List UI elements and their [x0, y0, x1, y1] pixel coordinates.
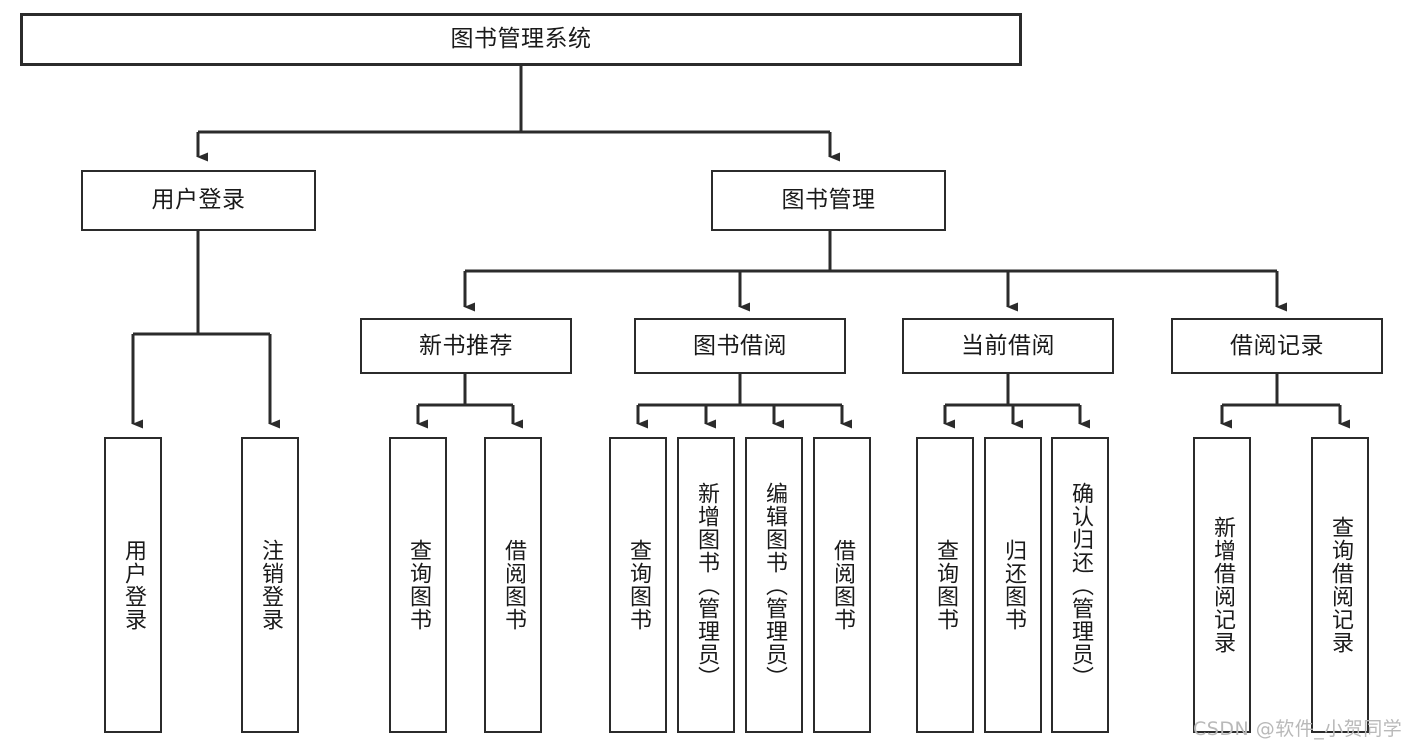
node-root[interactable]: 图书管理系统	[20, 13, 1022, 66]
leaf-record-query[interactable]: 查询借阅记录	[1311, 437, 1369, 733]
leaf-recommend-query-book-label: 查询图书	[405, 539, 431, 631]
node-current-borrow-label: 当前借阅	[961, 332, 1055, 359]
leaf-borrow-add-book-label: 新增图书（管理员）	[693, 481, 719, 689]
leaf-user-login-label: 用户登录	[120, 539, 146, 631]
watermark-text: CSDN @软件_小贺同学	[1193, 718, 1403, 740]
leaf-record-query-label: 查询借阅记录	[1327, 516, 1353, 654]
node-new-book-recommend-label: 新书推荐	[419, 332, 513, 359]
node-borrow-record-label: 借阅记录	[1230, 332, 1324, 359]
node-user-login[interactable]: 用户登录	[81, 170, 316, 231]
leaf-user-logout-label: 注销登录	[257, 539, 283, 631]
leaf-borrow-edit-book-label: 编辑图书（管理员）	[761, 481, 787, 689]
node-new-book-recommend[interactable]: 新书推荐	[360, 318, 572, 374]
leaf-current-return-book[interactable]: 归还图书	[984, 437, 1042, 733]
leaf-record-add[interactable]: 新增借阅记录	[1193, 437, 1251, 733]
leaf-user-login[interactable]: 用户登录	[104, 437, 162, 733]
leaf-borrow-edit-book[interactable]: 编辑图书（管理员）	[745, 437, 803, 733]
node-root-label: 图书管理系统	[450, 26, 592, 53]
leaf-record-add-label: 新增借阅记录	[1209, 516, 1235, 654]
node-book-borrow[interactable]: 图书借阅	[634, 318, 846, 374]
leaf-current-query-book[interactable]: 查询图书	[916, 437, 974, 733]
leaf-borrow-borrow-book[interactable]: 借阅图书	[813, 437, 871, 733]
node-book-management-label: 图书管理	[781, 187, 876, 214]
leaf-current-confirm-return-label: 确认归还（管理员）	[1067, 481, 1093, 689]
node-book-management[interactable]: 图书管理	[711, 170, 946, 231]
leaf-borrow-borrow-book-label: 借阅图书	[829, 539, 855, 631]
node-borrow-record[interactable]: 借阅记录	[1171, 318, 1383, 374]
leaf-recommend-query-book[interactable]: 查询图书	[389, 437, 447, 733]
leaf-borrow-query-book-label: 查询图书	[625, 539, 651, 631]
node-user-login-label: 用户登录	[151, 187, 246, 214]
node-book-borrow-label: 图书借阅	[693, 332, 787, 359]
leaf-current-confirm-return[interactable]: 确认归还（管理员）	[1051, 437, 1109, 733]
leaf-current-query-book-label: 查询图书	[932, 539, 958, 631]
leaf-current-return-book-label: 归还图书	[1000, 539, 1026, 631]
leaf-borrow-query-book[interactable]: 查询图书	[609, 437, 667, 733]
leaf-user-logout[interactable]: 注销登录	[241, 437, 299, 733]
node-current-borrow[interactable]: 当前借阅	[902, 318, 1114, 374]
leaf-recommend-borrow-book[interactable]: 借阅图书	[484, 437, 542, 733]
leaf-recommend-borrow-book-label: 借阅图书	[500, 539, 526, 631]
leaf-borrow-add-book[interactable]: 新增图书（管理员）	[677, 437, 735, 733]
